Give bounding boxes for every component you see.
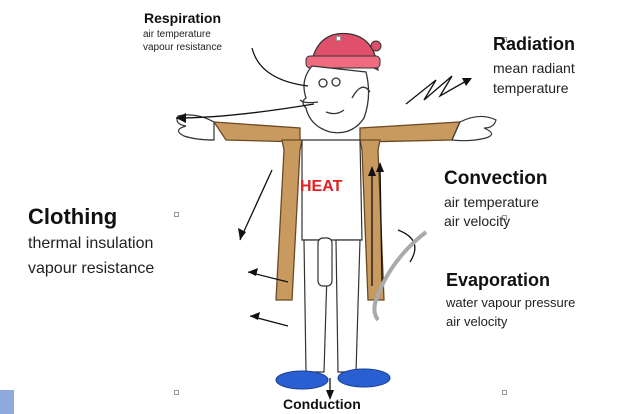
selection-handle	[174, 212, 179, 217]
heat-label: HEAT	[300, 178, 342, 196]
selection-handle	[174, 390, 179, 395]
radiation-line1: mean radiant	[493, 60, 575, 76]
shoes	[276, 369, 390, 389]
evaporation-line2: air velocity	[446, 314, 507, 329]
respiration-line1: air temperature	[143, 29, 211, 40]
convection-line2: air velocity	[444, 213, 510, 229]
respiration-title: Respiration	[144, 10, 221, 26]
radiation-line2: temperature	[493, 80, 568, 96]
convection-line1: air temperature	[444, 194, 539, 210]
selection-handle	[502, 390, 507, 395]
head	[300, 66, 370, 133]
conduction-title: Conduction	[283, 396, 361, 412]
evaporation-line1: water vapour pressure	[446, 295, 575, 310]
respiration-line2: vapour resistance	[143, 42, 222, 53]
selection-handle	[336, 36, 341, 41]
convection-title: Convection	[444, 168, 547, 190]
clothing-line1: thermal insulation	[28, 235, 153, 253]
hat	[306, 34, 381, 70]
clothing-title: Clothing	[28, 204, 117, 230]
radiation-title: Radiation	[493, 34, 575, 55]
evaporation-title: Evaporation	[446, 270, 550, 291]
body	[302, 140, 362, 372]
clothing-line2: vapour resistance	[28, 260, 154, 278]
corner-tab	[0, 390, 14, 414]
